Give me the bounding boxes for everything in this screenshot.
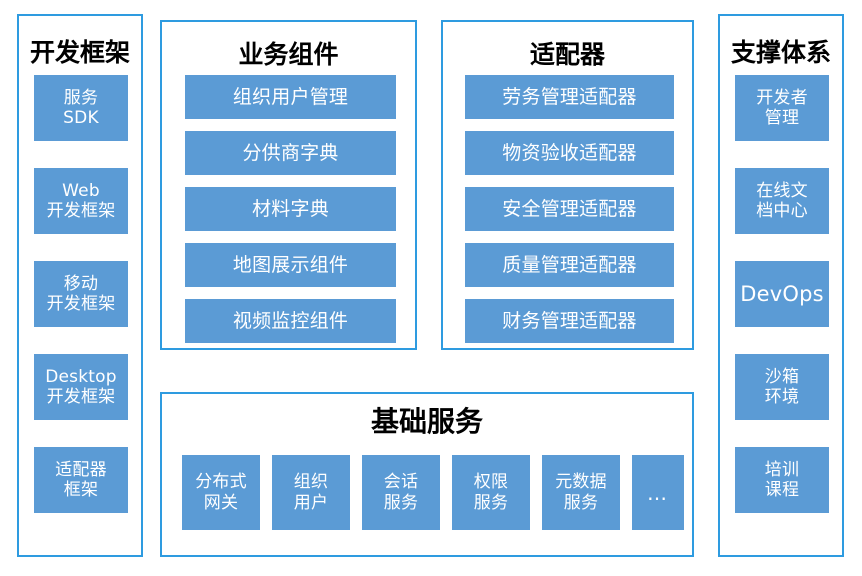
box-label: 分布式 网关 bbox=[195, 472, 247, 513]
box-labor-management-adapter[interactable]: 劳务管理适配器 bbox=[465, 75, 674, 119]
box-service-sdk[interactable]: 服务 SDK bbox=[34, 75, 128, 141]
panel-title-business-components: 业务组件 bbox=[238, 40, 339, 69]
panel-dev-framework: 开发框架 服务 SDK Web 开发框架 移动 开发框架 Desktop 开发框… bbox=[17, 14, 143, 557]
box-devops[interactable]: DevOps bbox=[735, 261, 829, 327]
box-web-dev-framework[interactable]: Web 开发框架 bbox=[34, 168, 128, 234]
box-label: 服务 SDK bbox=[63, 87, 99, 128]
box-label: 劳务管理适配器 bbox=[502, 85, 637, 108]
box-mobile-dev-framework[interactable]: 移动 开发框架 bbox=[34, 261, 128, 327]
box-more-services[interactable]: … bbox=[632, 455, 684, 530]
box-desktop-dev-framework[interactable]: Desktop 开发框架 bbox=[34, 354, 128, 420]
box-label: … bbox=[647, 480, 669, 505]
panel-base-services: 基础服务 分布式 网关 组织 用户 会话 服务 权限 服务 元数据 服务 … bbox=[160, 392, 694, 557]
box-distributed-gateway[interactable]: 分布式 网关 bbox=[182, 455, 260, 530]
box-label: 培训 课程 bbox=[764, 459, 800, 500]
box-finance-management-adapter[interactable]: 财务管理适配器 bbox=[465, 299, 674, 343]
box-org-user-management[interactable]: 组织用户管理 bbox=[185, 75, 396, 119]
box-label: 分供商字典 bbox=[242, 141, 339, 164]
box-label: 视频监控组件 bbox=[232, 309, 349, 332]
box-developer-management[interactable]: 开发者 管理 bbox=[735, 75, 829, 141]
box-label: 移动 开发框架 bbox=[46, 273, 116, 314]
box-training-course[interactable]: 培训 课程 bbox=[735, 447, 829, 513]
box-label: 地图展示组件 bbox=[232, 253, 349, 276]
box-metadata-service[interactable]: 元数据 服务 bbox=[542, 455, 620, 530]
box-supplier-dictionary[interactable]: 分供商字典 bbox=[185, 131, 396, 175]
box-label: 适配器 框架 bbox=[55, 459, 107, 500]
box-label: 财务管理适配器 bbox=[502, 309, 637, 332]
box-label: DevOps bbox=[740, 281, 824, 306]
panel-business-components: 业务组件 组织用户管理 分供商字典 材料字典 地图展示组件 视频监控组件 bbox=[160, 20, 417, 350]
box-label: 组织用户管理 bbox=[232, 85, 349, 108]
panel-title-support-system: 支撑体系 bbox=[730, 38, 831, 67]
box-video-monitor-component[interactable]: 视频监控组件 bbox=[185, 299, 396, 343]
box-adapter-framework[interactable]: 适配器 框架 bbox=[34, 447, 128, 513]
box-material-dictionary[interactable]: 材料字典 bbox=[185, 187, 396, 231]
panel-adapters: 适配器 劳务管理适配器 物资验收适配器 安全管理适配器 质量管理适配器 财务管理… bbox=[441, 20, 694, 350]
panel-title-adapters: 适配器 bbox=[529, 40, 605, 69]
box-safety-management-adapter[interactable]: 安全管理适配器 bbox=[465, 187, 674, 231]
box-permission-service[interactable]: 权限 服务 bbox=[452, 455, 530, 530]
box-material-acceptance-adapter[interactable]: 物资验收适配器 bbox=[465, 131, 674, 175]
panel-title-base-services: 基础服务 bbox=[370, 405, 483, 438]
box-label: Desktop 开发框架 bbox=[45, 366, 117, 407]
box-label: 物资验收适配器 bbox=[502, 141, 637, 164]
box-label: 会话 服务 bbox=[383, 472, 419, 513]
box-quality-management-adapter[interactable]: 质量管理适配器 bbox=[465, 243, 674, 287]
box-label: 组织 用户 bbox=[293, 472, 329, 513]
panel-support-system: 支撑体系 开发者 管理 在线文 档中心 DevOps 沙箱 环境 培训 课程 bbox=[718, 14, 844, 557]
box-label: Web 开发框架 bbox=[46, 180, 116, 221]
box-label: 开发者 管理 bbox=[756, 87, 808, 128]
box-label: 在线文 档中心 bbox=[756, 180, 808, 221]
box-label: 权限 服务 bbox=[473, 472, 509, 513]
box-label: 材料字典 bbox=[252, 197, 329, 220]
box-label: 质量管理适配器 bbox=[502, 253, 637, 276]
box-label: 元数据 服务 bbox=[555, 472, 607, 513]
box-online-doc-center[interactable]: 在线文 档中心 bbox=[735, 168, 829, 234]
box-map-display-component[interactable]: 地图展示组件 bbox=[185, 243, 396, 287]
panel-title-dev-framework: 开发框架 bbox=[29, 38, 130, 67]
box-session-service[interactable]: 会话 服务 bbox=[362, 455, 440, 530]
box-sandbox-environment[interactable]: 沙箱 环境 bbox=[735, 354, 829, 420]
box-org-user[interactable]: 组织 用户 bbox=[272, 455, 350, 530]
box-label: 沙箱 环境 bbox=[764, 366, 800, 407]
box-label: 安全管理适配器 bbox=[502, 197, 637, 220]
